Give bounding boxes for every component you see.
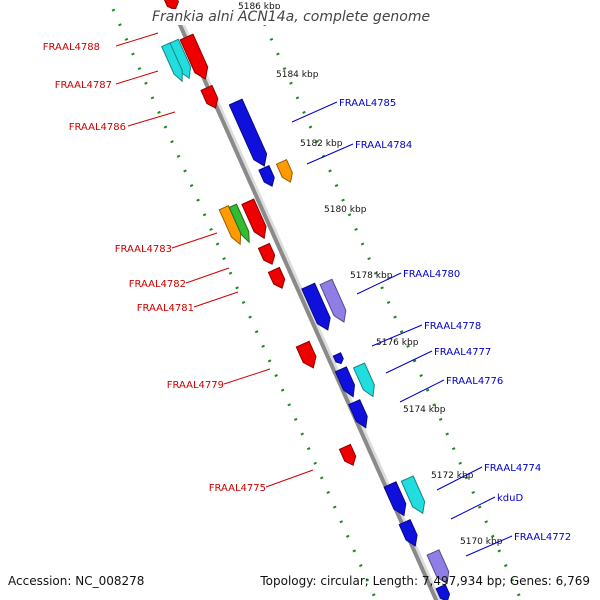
topology-summary: Topology: circular; Length: 7,497,934 bp…: [260, 574, 590, 588]
leader-line: [436, 466, 483, 491]
genome-backbone: [166, 0, 439, 600]
leader-line: [223, 368, 271, 385]
leader-line: [115, 70, 159, 85]
forward-gene-label: FRAAL4785: [339, 98, 396, 109]
gene-fraal4778-body: [332, 352, 344, 365]
leader-line: [185, 267, 230, 284]
gene-fraal4783-red-shape: [241, 198, 267, 240]
gene-red-top: [179, 33, 209, 80]
scale-label: 5186 kbp: [238, 2, 281, 12]
leader-line: [127, 111, 176, 127]
reverse-gene-label: FRAAL4787: [55, 80, 112, 91]
gene-fraal4780-lavender: [319, 278, 347, 323]
gene-fraal4781-body: [267, 266, 286, 289]
gene-fraal4774-cyan: [400, 475, 426, 515]
gene-fraal4781-body-shape: [267, 266, 286, 289]
gene-fraal4780-lavender-shape: [319, 278, 347, 323]
leader-line: [399, 379, 445, 403]
forward-gene-label: FRAAL4772: [514, 532, 571, 543]
forward-gene-label: FRAAL4784: [355, 140, 412, 151]
gene-fraal4772-body-shape: [426, 549, 450, 585]
leader-line: [171, 232, 218, 249]
leader-line: [356, 272, 402, 295]
gene-kdud-body: [398, 519, 418, 547]
leader-line: [306, 143, 354, 165]
gene-fraal4786-body-shape: [200, 84, 219, 109]
gene-fraal4777-cyan-shape: [352, 362, 375, 398]
gene-fraal4785-body-shape: [228, 98, 268, 167]
leader-line: [291, 101, 338, 123]
gene-red-top-shape: [179, 33, 209, 80]
gene-fraal4777-body: [334, 366, 356, 398]
leader-line: [450, 496, 496, 520]
gene-fraal4787-body-shape: [161, 42, 183, 83]
reverse-gene-label: FRAAL4788: [43, 42, 100, 53]
gene-fraal4776-body-shape: [348, 399, 368, 429]
reverse-gene-label: FRAAL4775: [209, 483, 266, 494]
gene-red-edge-shape: [162, 0, 180, 10]
gene-fraal4780-blue-shape: [301, 282, 331, 331]
gene-fraal4777-cyan: [352, 362, 375, 398]
gene-fraal4776-body: [348, 399, 368, 429]
gene-fraal4785b-body-shape: [258, 164, 275, 187]
forward-gene-label: FRAAL4776: [446, 376, 503, 387]
gene-fraal4775-body: [338, 443, 357, 466]
gene-kdud-body-shape: [398, 519, 418, 547]
leader-line: [371, 324, 423, 347]
leader-line: [465, 535, 513, 557]
scale-label: 5176 kbp: [376, 338, 419, 348]
gene-fraal4783-green-shape: [228, 203, 250, 244]
forward-gene-label: kduD: [497, 493, 523, 504]
gene-fraal4784-body-shape: [275, 159, 293, 183]
leader-line: [193, 291, 239, 308]
gene-fraal4777-body-shape: [334, 366, 356, 398]
gene-fraal4782-body: [257, 242, 276, 265]
scale-label: 5174 kbp: [403, 405, 446, 415]
leader-line: [265, 469, 314, 488]
forward-gene-label: FRAAL4777: [434, 347, 491, 358]
scale-label: 5180 kbp: [324, 205, 367, 215]
gene-fraal4779-body: [295, 340, 317, 369]
reverse-gene-label: FRAAL4783: [115, 244, 172, 255]
leader-line: [115, 32, 159, 47]
accession-text: Accession: NC_008278: [8, 574, 145, 588]
forward-gene-label: FRAAL4774: [484, 463, 541, 474]
gene-fraal4778-body-shape: [332, 352, 344, 365]
reverse-gene-label: FRAAL4781: [137, 303, 194, 314]
scale-label: 5178 kbp: [350, 271, 393, 281]
reverse-gene-label: FRAAL4779: [167, 380, 224, 391]
forward-gene-label: FRAAL4780: [403, 269, 460, 280]
inner-tick-guide: [107, 0, 378, 600]
leader-line: [385, 350, 433, 374]
outer-tick-guide: [252, 0, 523, 600]
gene-fraal4775-body-shape: [338, 443, 357, 466]
reverse-gene-label: FRAAL4782: [129, 279, 186, 290]
scale-label: 5172 kbp: [431, 471, 474, 481]
scale-label: 5182 kbp: [300, 139, 343, 149]
forward-gene-label: FRAAL4778: [424, 321, 481, 332]
reverse-gene-label: FRAAL4786: [69, 122, 126, 133]
gene-fraal4785-body: [228, 98, 268, 167]
gene-fraal4786-body: [200, 84, 219, 109]
gene-fraal4779-body-shape: [295, 340, 317, 369]
map-title: Frankia alni ACN14a, complete genome: [150, 9, 433, 25]
gene-fraal4784-body: [275, 159, 293, 183]
gene-fraal4783-red: [241, 198, 267, 240]
gene-fraal4774-cyan-shape: [400, 475, 426, 515]
gene-fraal4785b-body: [258, 164, 275, 187]
gene-fraal4774-blue: [383, 481, 407, 517]
scale-label: 5184 kbp: [276, 70, 319, 80]
gene-fraal4772-body: [426, 549, 450, 585]
gene-fraal4780-blue: [301, 282, 331, 331]
gene-red-edge: [162, 0, 180, 10]
scale-label: 5170 kbp: [460, 537, 503, 547]
gene-fraal4783-green: [228, 203, 250, 244]
gene-fraal4774-blue-shape: [383, 481, 407, 517]
gene-fraal4782-body-shape: [257, 242, 276, 265]
gene-fraal4787-body: [161, 42, 183, 83]
